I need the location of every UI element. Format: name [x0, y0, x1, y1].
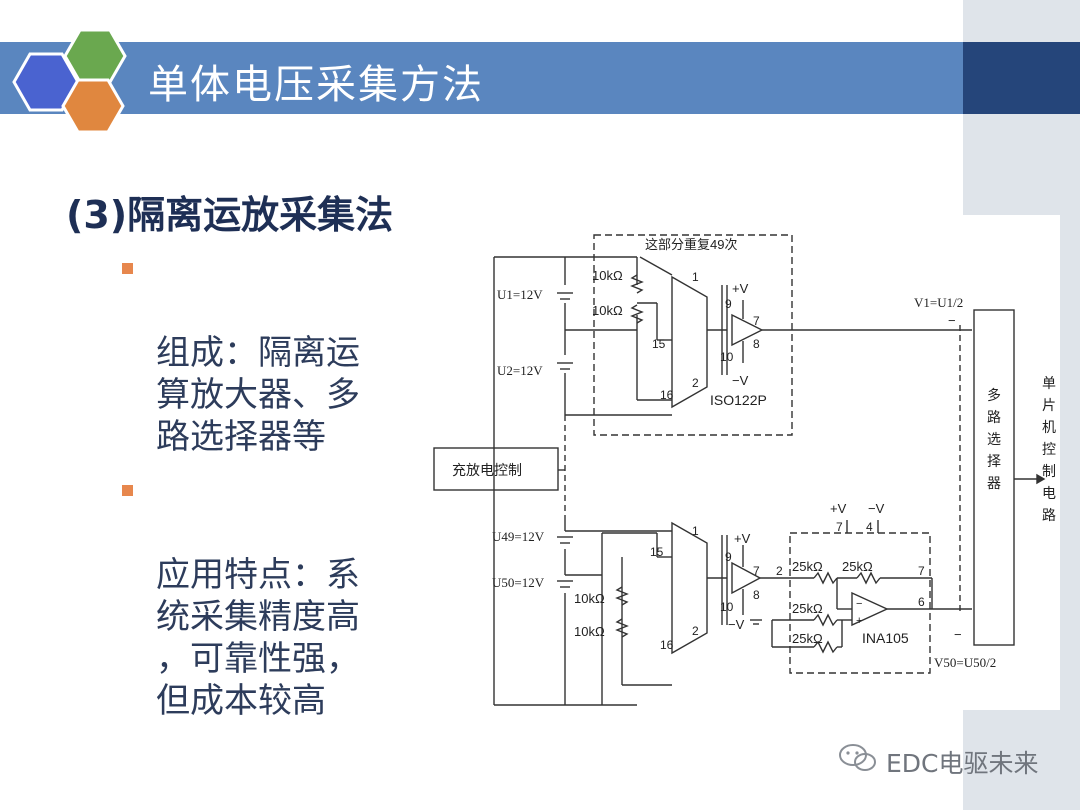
hex-orange — [61, 78, 125, 134]
watermark-text: EDC电驱未来 — [886, 749, 1039, 778]
title-bar-right — [963, 42, 1080, 114]
r25k-3-label: 25kΩ — [792, 601, 823, 616]
bullet-marker — [122, 263, 133, 274]
minus-top: − — [948, 313, 956, 328]
pin-7-supply: 7 — [836, 520, 843, 534]
u50-label: U50=12V — [492, 575, 545, 590]
hex-blue — [12, 52, 80, 112]
pos-v-bottom: +V — [734, 531, 751, 546]
repeat-label: 这部分重复49次 — [645, 237, 737, 252]
pos-v-ina: +V — [830, 501, 847, 516]
ina-plus: + — [856, 615, 862, 627]
v1-label: V1=U1/2 — [914, 295, 963, 310]
pin-16-bottom: 16 — [660, 638, 674, 652]
ina-label: INA105 — [862, 630, 909, 646]
bullet-list: 组成：隔离运 算放大器、多 路选择器等 应用特点：系 统采集精度高 ，可靠性强，… — [122, 248, 422, 734]
ina-minus: − — [856, 598, 862, 610]
u2-label: U2=12V — [497, 363, 543, 378]
bullet-text: 应用特点：系 统采集精度高 ，可靠性强， 但成本较高 — [156, 555, 360, 721]
pin-4-supply: 4 — [866, 520, 873, 534]
minus-bottom: − — [954, 627, 962, 642]
pin-1-top: 1 — [692, 270, 699, 284]
r2-label: 10kΩ — [592, 303, 623, 318]
pin-1-bottom: 1 — [692, 524, 699, 538]
hexagon-logo — [12, 28, 127, 134]
bullet-composition: 组成：隔离运 算放大器、多 路选择器等 — [122, 248, 422, 458]
r4-label: 10kΩ — [574, 624, 605, 639]
page-title: 单体电压采集方法 — [148, 62, 484, 108]
u49-label: U49=12V — [492, 529, 545, 544]
pin-7-ina: 7 — [918, 564, 925, 578]
u1-label: U1=12V — [497, 287, 543, 302]
pin-2-ina: 2 — [776, 564, 783, 578]
r25k-2-label: 25kΩ — [842, 559, 873, 574]
mux-label: 多 路 选 择 器 — [987, 388, 1001, 492]
pin-8-bottom: 8 — [753, 588, 760, 602]
bullet-marker — [122, 485, 133, 496]
title-bar — [0, 42, 963, 114]
pin-7-top: 7 — [753, 314, 760, 328]
r25k-1-label: 25kΩ — [792, 559, 823, 574]
neg-v-top: −V — [732, 373, 749, 388]
pin-9-top: 9 — [725, 297, 732, 311]
bullet-text: 组成：隔离运 算放大器、多 路选择器等 — [156, 333, 360, 457]
pin-16-top: 16 — [660, 388, 674, 402]
r1-label: 10kΩ — [592, 268, 623, 283]
circuit-diagram: 这部分重复49次 充放电控制 U1=12V U2=12V U49=12V U50… — [432, 215, 1060, 710]
pin-10-bottom: 10 — [720, 600, 734, 614]
bullet-features: 应用特点：系 统采集精度高 ，可靠性强， 但成本较高 — [122, 470, 422, 722]
pin-8-top: 8 — [753, 337, 760, 351]
r25k-4-label: 25kΩ — [792, 631, 823, 646]
iso-label: ISO122P — [710, 392, 767, 408]
pin-15-bottom: 15 — [650, 545, 664, 559]
pin-6-ina: 6 — [918, 595, 925, 609]
v50-label: V50=U50/2 — [934, 655, 996, 670]
mcu-label: 单 片 机 控 制 电 路 — [1042, 376, 1056, 524]
section-heading: (3)隔离运放采集法 — [66, 193, 394, 237]
pos-v-top: +V — [732, 281, 749, 296]
pin-10-top: 10 — [720, 350, 734, 364]
pin-2-bottom: 2 — [692, 624, 699, 638]
wechat-icon — [839, 744, 876, 771]
neg-v-bottom: −V — [728, 617, 745, 632]
pin-9-bottom: 9 — [725, 550, 732, 564]
pin-2-top: 2 — [692, 376, 699, 390]
pin-15-top: 15 — [652, 337, 666, 351]
r3-label: 10kΩ — [574, 591, 605, 606]
charge-control-label: 充放电控制 — [452, 462, 522, 478]
neg-v-ina: −V — [868, 501, 885, 516]
pin-7-bottom: 7 — [753, 564, 760, 578]
